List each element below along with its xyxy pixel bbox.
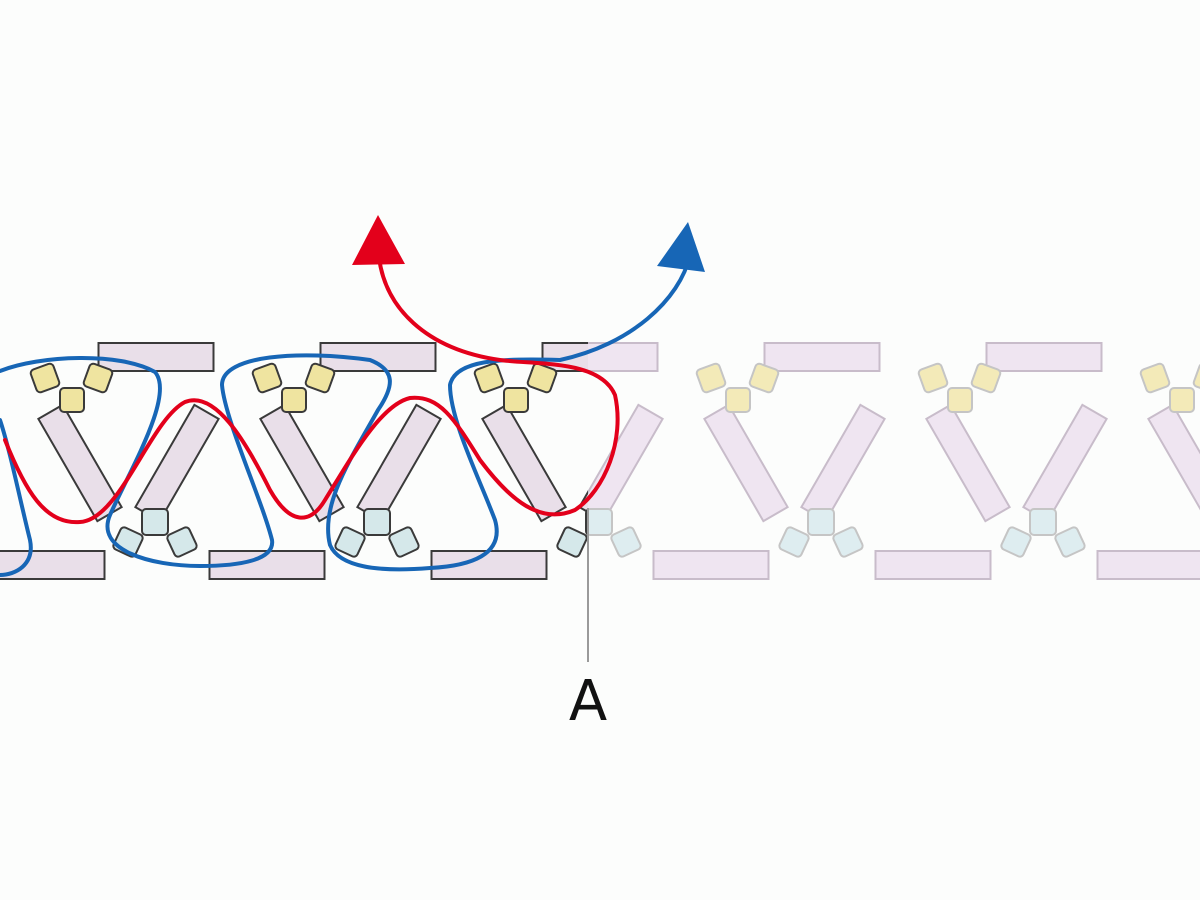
bottom-seed-bead	[807, 508, 835, 536]
top-seed-bead	[82, 362, 114, 394]
top-seed-bead	[1139, 362, 1171, 394]
diagonal-bugle-bead	[1147, 403, 1200, 523]
bottom-seed-bead	[1000, 526, 1032, 558]
top-seed-bead	[59, 387, 85, 413]
top-seed-bead	[725, 387, 751, 413]
red-thread-path	[3, 243, 620, 525]
bottom-seed-bead	[610, 526, 642, 558]
bottom-bugle-bead	[0, 550, 106, 580]
diagonal-bugle-bead	[925, 403, 1011, 523]
bottom-seed-bead	[585, 508, 613, 536]
top-seed-bead	[281, 387, 307, 413]
top-seed-bead	[503, 387, 529, 413]
top-seed-bead	[473, 362, 505, 394]
top-seed-bead	[251, 362, 283, 394]
unworked-beadwork	[560, 342, 1200, 580]
top-seed-bead	[29, 362, 61, 394]
top-bugle-bead	[985, 342, 1103, 372]
diagonal-bugle-bead	[800, 403, 886, 523]
diagonal-bugle-bead	[1022, 403, 1108, 523]
bottom-bugle-bead	[1096, 550, 1200, 580]
worked-beadwork	[0, 342, 588, 580]
bottom-bugle-bead	[652, 550, 770, 580]
bottom-seed-bead	[778, 526, 810, 558]
top-bugle-bead	[763, 342, 881, 372]
bottom-seed-bead	[1054, 526, 1086, 558]
bottom-seed-bead	[1029, 508, 1057, 536]
top-seed-bead	[970, 362, 1002, 394]
top-seed-bead	[526, 362, 558, 394]
bottom-seed-bead	[141, 508, 169, 536]
top-seed-bead	[1169, 387, 1195, 413]
top-seed-bead	[748, 362, 780, 394]
top-seed-bead	[947, 387, 973, 413]
diagonal-bugle-bead	[259, 403, 345, 523]
top-seed-bead	[917, 362, 949, 394]
diagonal-bugle-bead	[703, 403, 789, 523]
bottom-seed-bead	[556, 526, 588, 558]
diagonal-bugle-bead	[134, 403, 220, 523]
top-seed-bead	[1192, 362, 1200, 394]
bottom-seed-bead	[363, 508, 391, 536]
bottom-seed-bead	[832, 526, 864, 558]
pointer-label: A	[569, 669, 607, 734]
bottom-seed-bead	[334, 526, 366, 558]
bottom-bugle-bead	[874, 550, 992, 580]
top-seed-bead	[304, 362, 336, 394]
blue-arrowhead	[657, 222, 705, 272]
thread-paths	[0, 215, 705, 577]
bottom-seed-bead	[388, 526, 420, 558]
top-seed-bead	[695, 362, 727, 394]
blue-thread-path	[0, 253, 692, 572]
diagonal-bugle-bead	[578, 403, 664, 523]
top-bugle-bead	[97, 342, 215, 372]
bottom-seed-bead	[166, 526, 198, 558]
red-arrowhead	[352, 215, 405, 265]
